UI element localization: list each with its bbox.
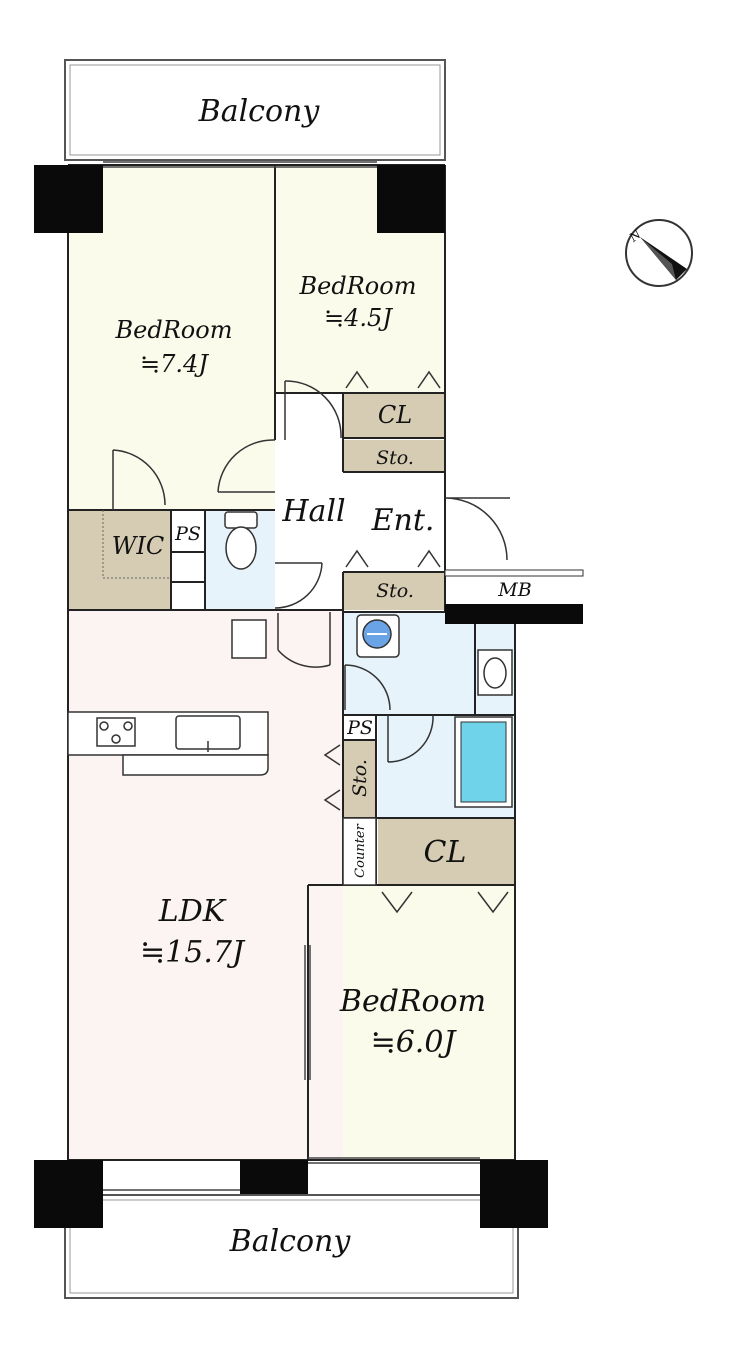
counter-box: [342, 817, 377, 886]
storage-vertical-floor: [343, 740, 376, 818]
closet-se-label: CL: [424, 835, 467, 870]
doors: [112, 380, 510, 763]
bedroom-se-name: BedRoom: [339, 984, 486, 1019]
toilet-icon: [224, 511, 258, 570]
closet-ne-label: CL: [378, 401, 412, 429]
counter-label: Counter: [353, 823, 368, 877]
meter-box: [444, 569, 584, 624]
mb-label: MB: [497, 579, 531, 601]
balcony-top-label: Balcony: [198, 94, 321, 129]
balcony-top: [64, 59, 446, 161]
wic-label: WIC: [112, 532, 165, 560]
balcony-bottom: [64, 1194, 519, 1299]
storage-vertical-label: Sto.: [349, 759, 371, 797]
ldk-floor-lower: [68, 880, 308, 1160]
bedroom-se-size: ≒6.0J: [371, 1025, 458, 1060]
closet-ne-floor: [343, 393, 445, 438]
bedroom-nw-size: ≒7.4J: [140, 350, 209, 378]
ldk-size: ≒15.7J: [140, 935, 246, 970]
bathtub-icon: [454, 716, 513, 808]
wash-basin-icon: [477, 649, 513, 696]
storage-entry-label: Sto.: [376, 580, 414, 602]
closet-door-marks: [323, 370, 509, 914]
kitchen-counter: [67, 711, 269, 776]
bedroom-nw-name: BedRoom: [115, 316, 233, 344]
storage-upper-floor: [343, 440, 445, 472]
bedroom-ne-name: BedRoom: [299, 272, 417, 300]
closet-se-floor: [378, 818, 515, 885]
refrigerator-icon: [231, 619, 267, 659]
wic-floor: [68, 510, 171, 610]
compass-icon: [625, 219, 693, 287]
ps-right-label: PS: [346, 717, 373, 739]
windows: [103, 161, 480, 1191]
ldk-name: LDK: [158, 894, 227, 929]
hall-label: Hall: [281, 494, 345, 529]
storage-entry-floor: [343, 572, 445, 610]
storage-upper-label: Sto.: [376, 447, 414, 469]
balcony-bottom-label: Balcony: [229, 1224, 352, 1259]
entrance-label: Ent.: [371, 503, 435, 538]
washing-machine-icon: [356, 614, 400, 658]
ps-left-label: PS: [174, 523, 201, 545]
wic-rail: [102, 510, 171, 579]
columns: [34, 165, 548, 1228]
bedroom-ne-size: ≒4.5J: [324, 304, 393, 332]
